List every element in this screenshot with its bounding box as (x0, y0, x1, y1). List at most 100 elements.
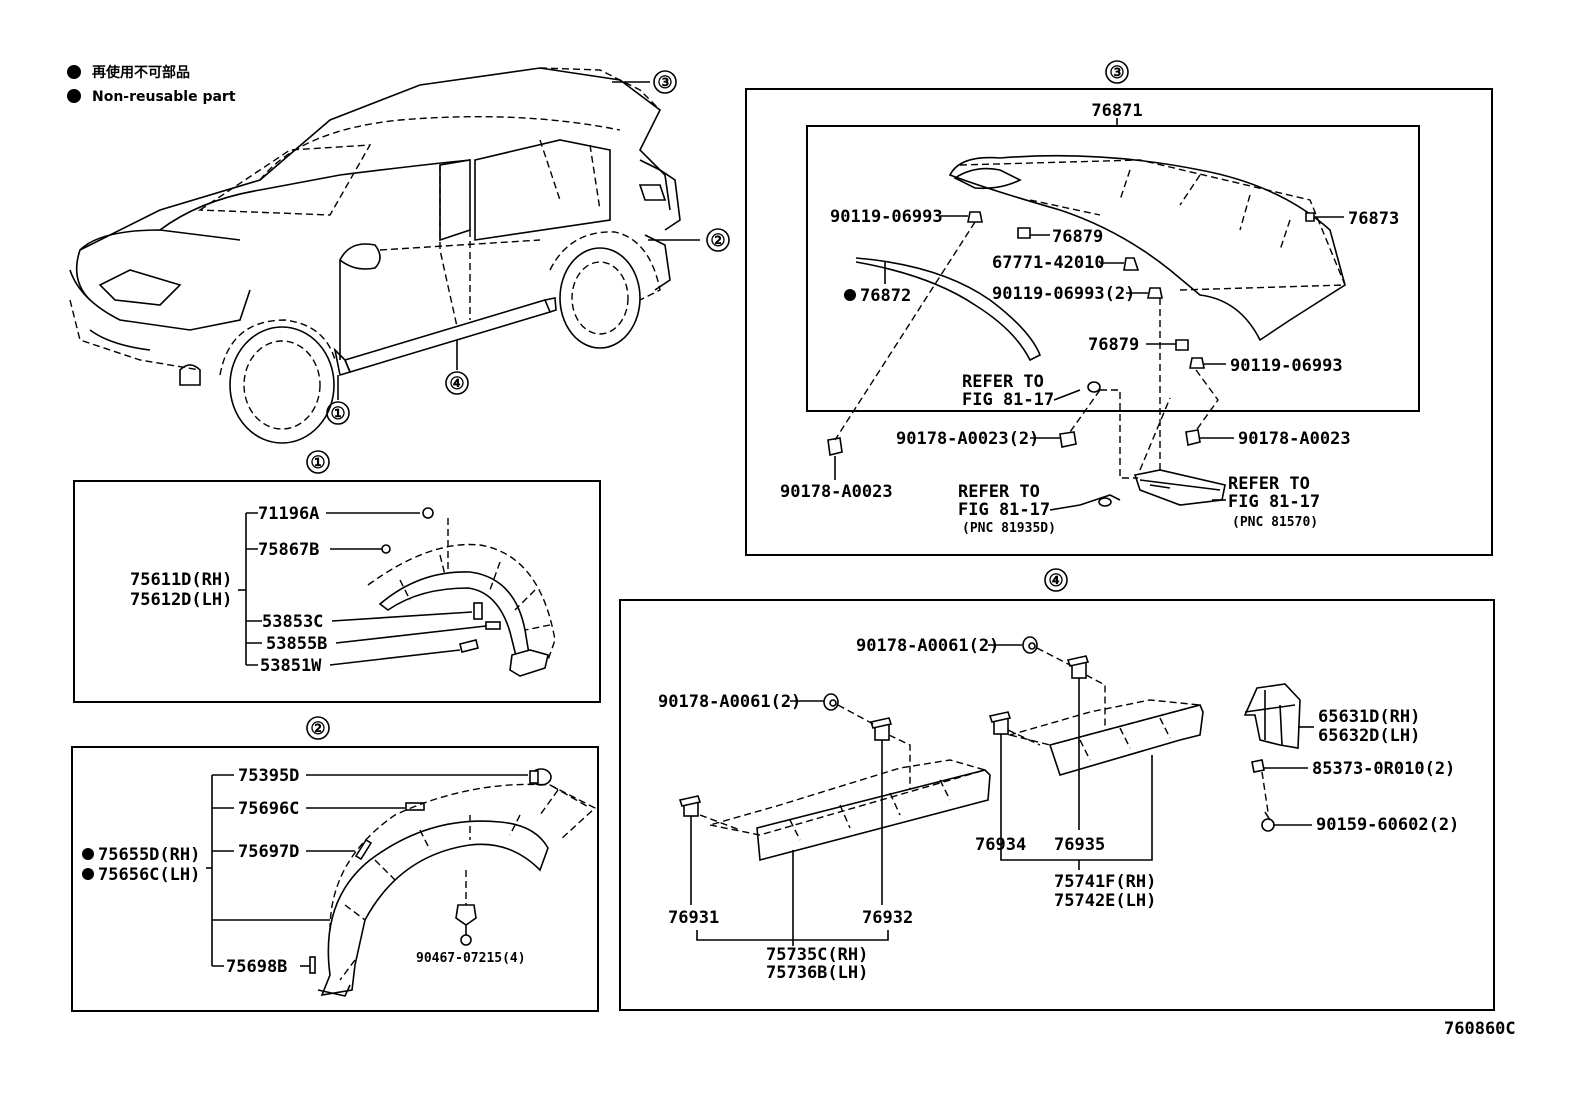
section-2-title: ② (310, 719, 325, 739)
label-76934: 76934 (975, 835, 1026, 855)
section-3-rear-spoiler: ③ 76871 (745, 60, 1493, 556)
label-fig-81-17-3: FIG 81-17 (1228, 492, 1320, 512)
non-reusable-dot-icon (82, 848, 94, 860)
callout-2: ② (710, 231, 725, 251)
section-3-title: ③ (1109, 63, 1124, 83)
label-76879-a: 76879 (1052, 227, 1103, 247)
nut-90178-A0061-rear (1022, 636, 1038, 654)
rear-spoiler (948, 154, 1346, 342)
label-85373-0R010: 85373-0R010(2) (1312, 759, 1455, 779)
label-90119-06993-c: 90119-06993 (1230, 356, 1343, 376)
label-fig-81-17-2: FIG 81-17 (958, 500, 1050, 520)
label-75736B-LH: 75736B(LH) (766, 963, 868, 983)
non-reusable-dot-icon (82, 868, 94, 880)
nut-90178-A0023-a (1059, 431, 1077, 448)
clip-76879-b (1175, 339, 1189, 351)
label-90119-06993-b: 90119-06993(2) (992, 284, 1135, 304)
callout-1: ① (330, 404, 345, 424)
section-2-frame (71, 746, 599, 1012)
label-76932: 76932 (862, 908, 913, 928)
label-65631D-RH: 65631D(RH) (1318, 707, 1420, 727)
callout-4: ④ (449, 374, 464, 394)
label-pnc-81935D: (PNC 81935D) (962, 521, 1056, 536)
section-1-frame (73, 480, 601, 703)
legend-en: Non-reusable part (92, 89, 236, 105)
label-76931: 76931 (668, 908, 719, 928)
label-76873: 76873 (1348, 209, 1399, 229)
figure-code: 760860C (1444, 1019, 1516, 1039)
label-53855B: 53855B (266, 634, 327, 654)
label-75741F-RH: 75741F(RH) (1054, 872, 1156, 892)
label-76871: 76871 (1091, 101, 1142, 121)
legend: 再使用不可部品 Non-reusable part (67, 64, 236, 105)
non-reusable-dot-icon (844, 289, 856, 301)
label-53853C: 53853C (262, 612, 323, 632)
label-75697D: 75697D (238, 842, 299, 862)
label-fig-81-17-1: FIG 81-17 (962, 390, 1054, 410)
label-75656C-LH: 75656C(LH) (98, 865, 200, 885)
overview-callouts: ③ ② ④ ① (326, 70, 730, 425)
label-90178-A0061-front: 90178-A0061(2) (658, 692, 801, 712)
label-refer-to-2: REFER TO (958, 482, 1040, 502)
label-75698B: 75698B (226, 957, 287, 977)
legend-jp: 再使用不可部品 (92, 64, 190, 81)
clip-67771-42010 (1123, 257, 1140, 271)
section-2-rear-wheel-arch: ② 75395D 75696C 75697D 75655D(RH) 75656C… (71, 716, 599, 1012)
tape-75698B (309, 956, 316, 974)
label-90178-A0061-rear: 90178-A0061(2) (856, 636, 999, 656)
screw-90119-06993-a (967, 211, 983, 223)
label-53851W: 53851W (260, 656, 322, 676)
clip-71196A (422, 507, 434, 519)
label-71196A: 71196A (258, 504, 319, 524)
label-76872: 76872 (860, 286, 911, 306)
section-1-title: ① (310, 453, 325, 473)
section-3-inner-frame (806, 125, 1420, 412)
nut-90178-A0023-c (827, 437, 843, 456)
label-75742E-LH: 75742E(LH) (1054, 891, 1156, 911)
clip-76879-a (1017, 227, 1031, 239)
lamp-connector (1079, 494, 1121, 506)
clip-76934 (988, 711, 1012, 735)
label-90178-A0023-a: 90178-A0023(2) (896, 429, 1039, 449)
screw-90159-60602 (1261, 811, 1275, 832)
mudguard-65631D (1243, 683, 1301, 749)
label-refer-to-1: REFER TO (962, 372, 1044, 392)
wheel-arch-moulding-rear (320, 820, 549, 997)
tape-53855B (485, 621, 501, 630)
label-90467-07215: 90467-07215(4) (416, 951, 526, 966)
rocker-moulding-75735C (756, 769, 991, 862)
clip-76935 (1066, 655, 1090, 679)
label-75612D-LH: 75612D(LH) (130, 590, 232, 610)
screw-90119-06993-c (1189, 357, 1205, 369)
section-4-rocker-mouldings: ④ (619, 568, 1495, 1011)
section-1-front-wheel-arch: ① 71196A 75867B 75611D(RH) 75612D(LH) 53… (73, 450, 601, 703)
label-90159-60602: 90159-60602(2) (1316, 815, 1459, 835)
nut-90178-A0061-front (823, 693, 839, 711)
section-3-outer-frame (745, 88, 1493, 556)
callout-3: ③ (657, 73, 672, 93)
clip-76932 (869, 717, 893, 741)
label-76879-b: 76879 (1088, 335, 1139, 355)
label-76935: 76935 (1054, 835, 1105, 855)
label-75611D-RH: 75611D(RH) (130, 570, 232, 590)
tape-53851W (459, 639, 479, 653)
clip-75395D (529, 768, 552, 786)
label-65632D-LH: 65632D(LH) (1318, 726, 1420, 746)
label-pnc-81570: (PNC 81570) (1232, 515, 1318, 530)
tape-53853C (473, 602, 483, 620)
section-4-title: ④ (1048, 571, 1063, 591)
clip-75867B (381, 544, 391, 554)
non-reusable-dot-icon (67, 89, 81, 103)
label-75867B: 75867B (258, 540, 319, 560)
label-75655D-RH: 75655D(RH) (98, 845, 200, 865)
section-4-frame (619, 599, 1495, 1011)
label-90178-A0023-c: 90178-A0023 (780, 482, 893, 502)
label-75735C-RH: 75735C(RH) (766, 945, 868, 965)
label-90178-A0023-b: 90178-A0023 (1238, 429, 1351, 449)
refer-fig-connector (1087, 381, 1101, 393)
moulding-end-piece-front (509, 649, 549, 677)
tape-75697D (354, 838, 373, 861)
clip-85373-0R010 (1251, 759, 1265, 773)
